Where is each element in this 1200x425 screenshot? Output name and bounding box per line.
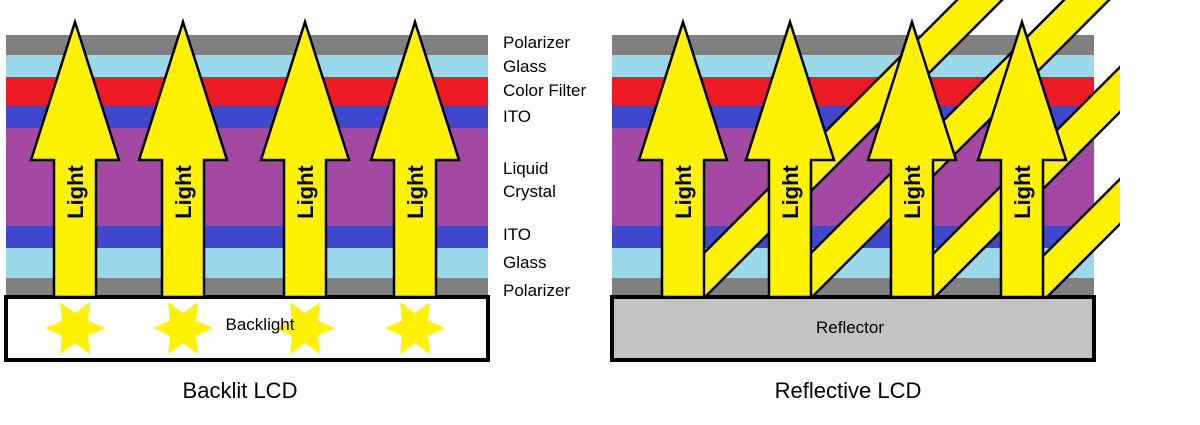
- backlight-star-icon: [385, 302, 445, 354]
- light-arrow: Light: [744, 17, 836, 299]
- reflective-light-arrows: Light Light Light Light: [637, 17, 1068, 299]
- light-arrow: Light: [259, 17, 351, 299]
- glass-top-layer: [6, 55, 488, 77]
- light-arrow: Light: [866, 17, 958, 299]
- backlight-star-icon: [275, 302, 335, 354]
- light-arrow: Light: [369, 17, 461, 299]
- layer-labels: Polarizer Glass Color Filter ITO Liquid …: [503, 33, 586, 300]
- glass-top-layer: [612, 55, 1094, 77]
- label-glass-top: Glass: [503, 57, 546, 76]
- ito-bottom-layer: [6, 226, 488, 248]
- light-arrow: Light: [637, 17, 729, 299]
- light-arrow-label: Light: [171, 164, 196, 218]
- light-arrow-label: Light: [63, 164, 88, 218]
- light-arrow-label: Light: [293, 164, 318, 218]
- label-glass-bottom: Glass: [503, 253, 546, 272]
- light-arrow: Light: [29, 17, 121, 299]
- light-arrow-label: Light: [778, 164, 803, 218]
- label-polarizer-top: Polarizer: [503, 33, 570, 52]
- label-color-filter: Color Filter: [503, 81, 586, 100]
- backlight-label: Backlight: [226, 315, 295, 334]
- label-liquid-crystal-line1: Liquid: [503, 159, 548, 178]
- backlit-light-arrows: Light Light Light Light: [29, 17, 461, 299]
- backlight-star-icon: [153, 302, 213, 354]
- label-liquid-crystal-line2: Crystal: [503, 182, 556, 201]
- reflective-panel: Reflector Light Light Light Light Reflectiv…: [610, 0, 1120, 403]
- label-ito-bottom: ITO: [503, 225, 531, 244]
- reflective-caption: Reflective LCD: [775, 378, 922, 403]
- backlight-star-icon: [45, 302, 105, 354]
- light-arrow-label: Light: [1010, 164, 1035, 218]
- polarizer-top-layer: [6, 35, 488, 55]
- light-arrow-label: Light: [403, 164, 428, 218]
- backlit-caption: Backlit LCD: [183, 378, 298, 403]
- backlit-panel: Backlight Light Light Light Light Backlit L…: [4, 17, 490, 403]
- light-arrow: Light: [976, 17, 1068, 299]
- reflector-box: [610, 295, 1096, 362]
- label-polarizer-bottom: Polarizer: [503, 281, 570, 300]
- polarizer-bottom-layer: [6, 278, 488, 297]
- light-arrow-label: Light: [900, 164, 925, 218]
- label-ito-top: ITO: [503, 107, 531, 126]
- light-arrow: Light: [137, 17, 229, 299]
- ito-top-layer: [6, 105, 488, 128]
- light-arrow-label: Light: [671, 164, 696, 218]
- polarizer-top-layer: [612, 35, 1094, 55]
- polarizer-bottom-layer: [612, 278, 1094, 297]
- backlight-stars: [45, 302, 445, 354]
- reflector-label: Reflector: [816, 318, 884, 337]
